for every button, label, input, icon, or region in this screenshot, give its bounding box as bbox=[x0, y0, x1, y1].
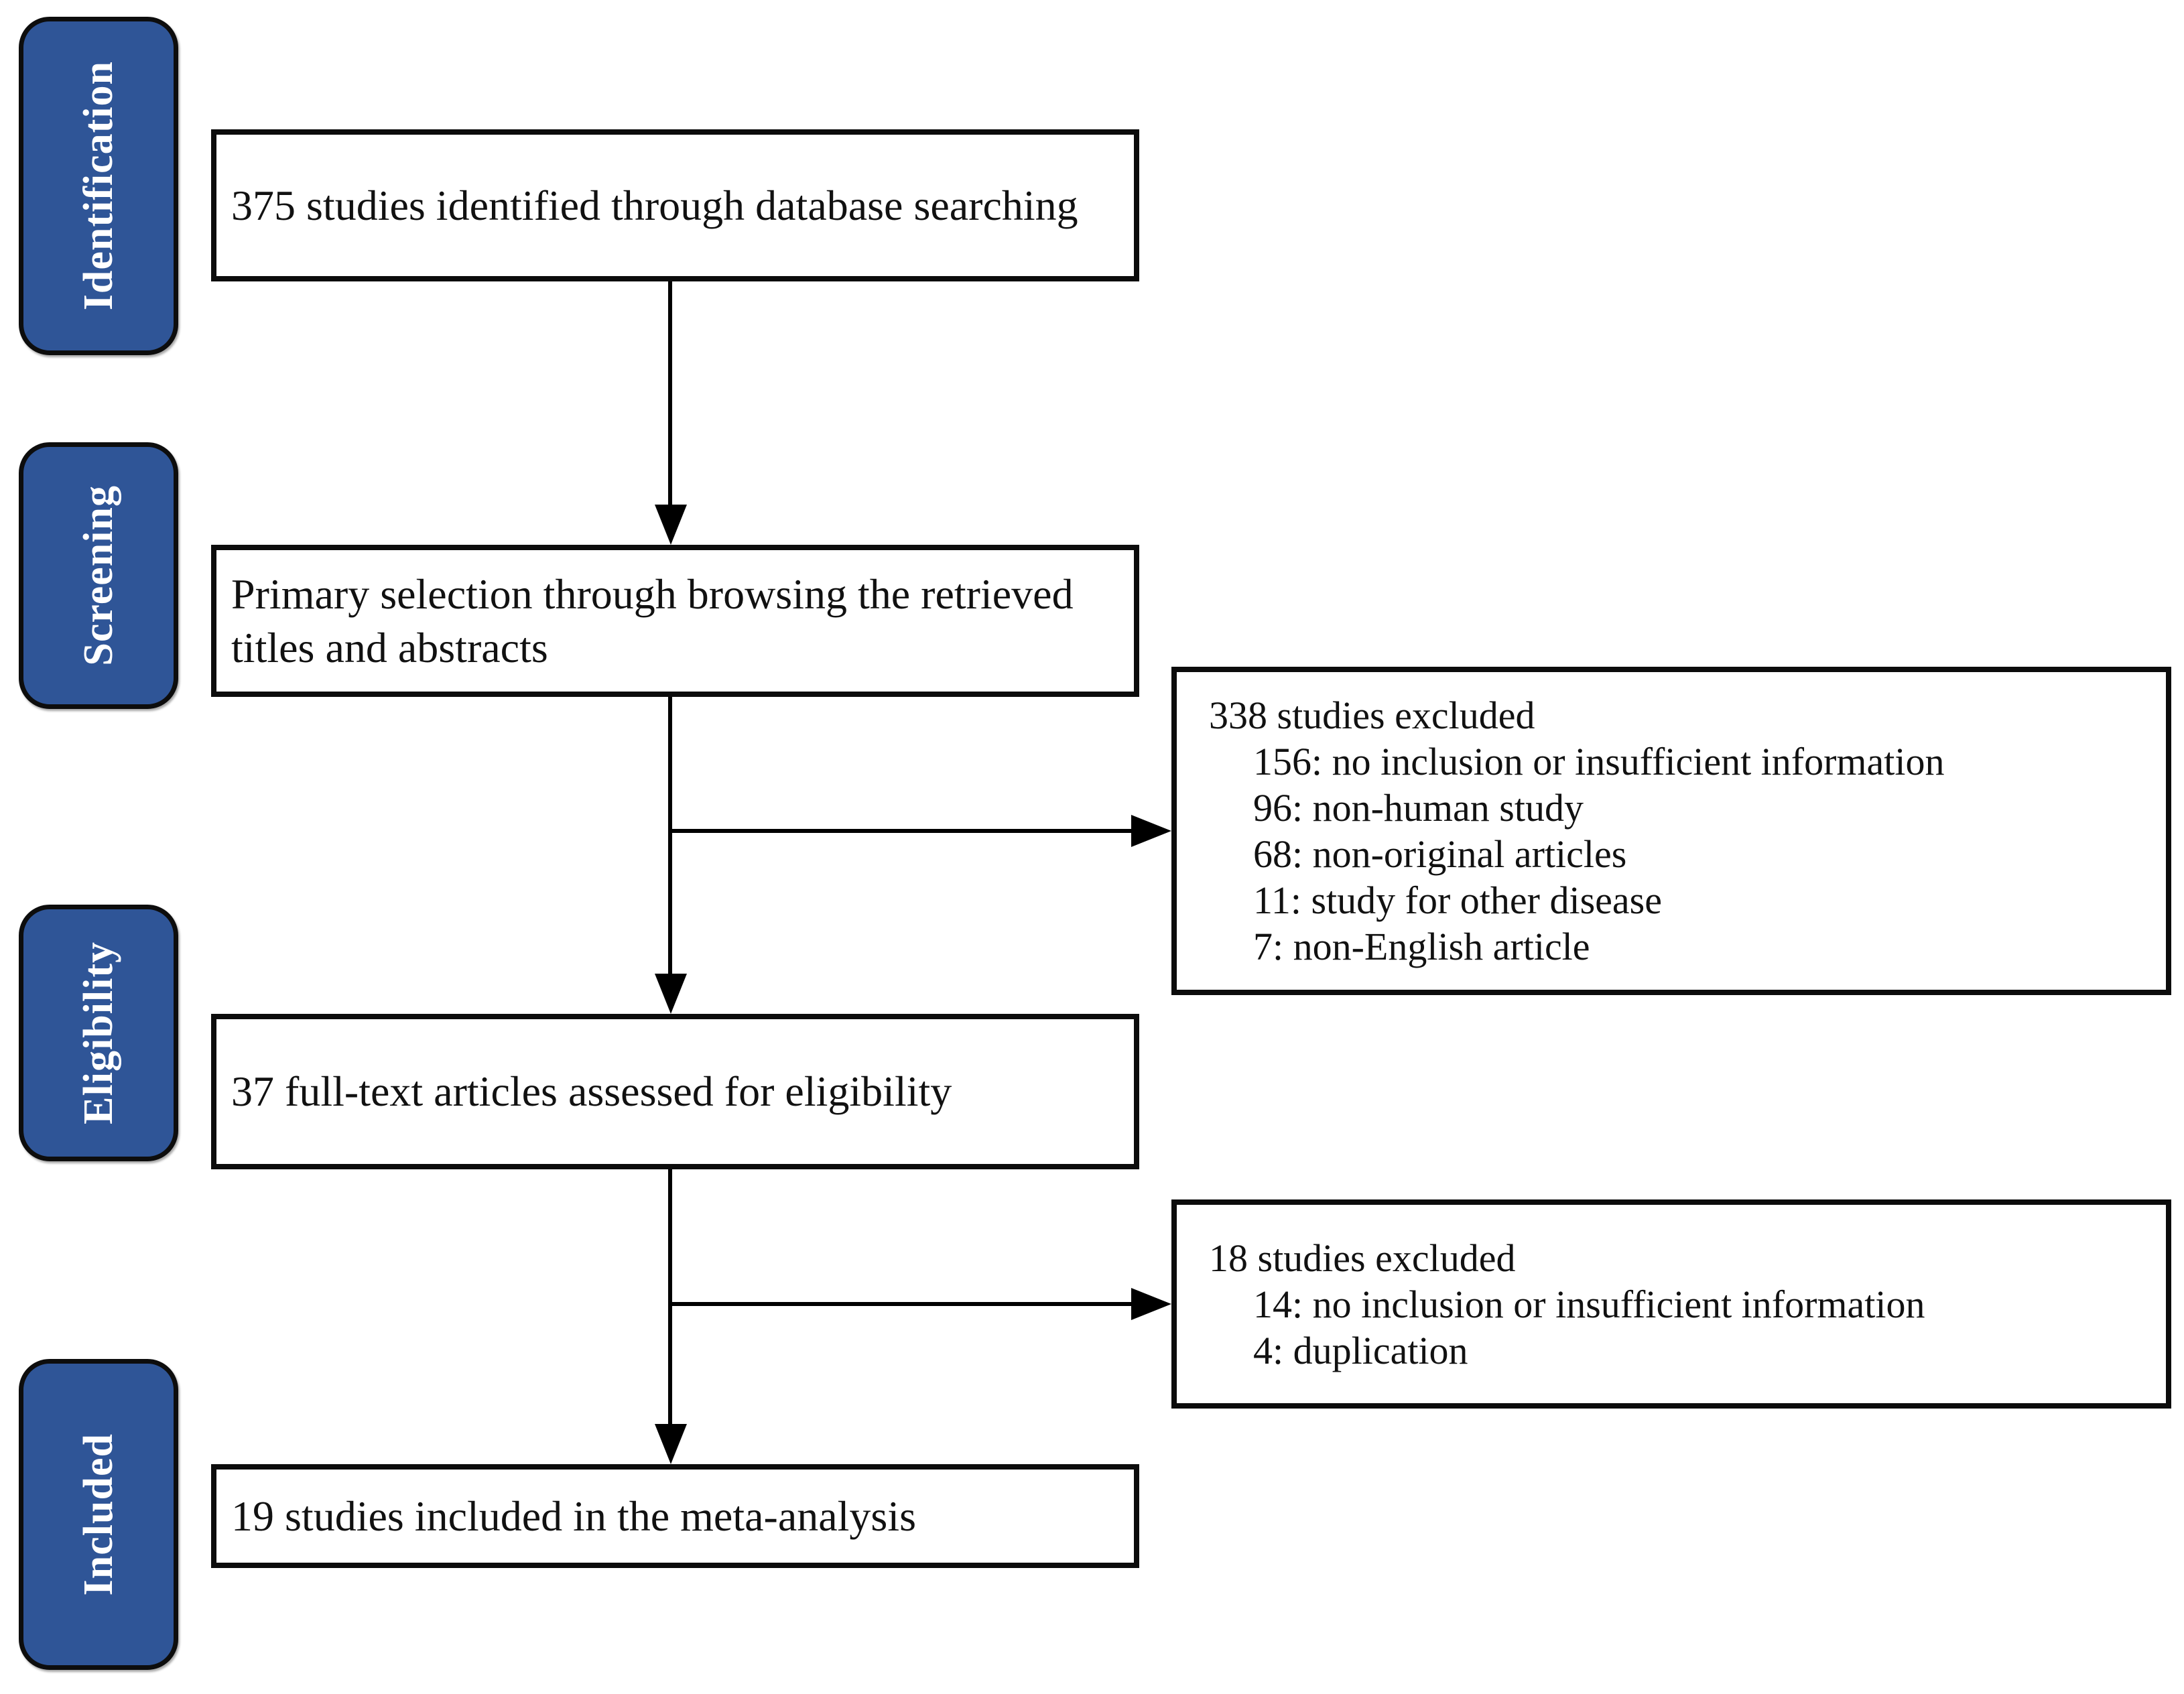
exclusion-box-screening-title: 338 studies excluded bbox=[1209, 694, 1535, 737]
stage-eligibility-label: Eligibility bbox=[75, 941, 121, 1124]
connector-fulltext-to-included bbox=[668, 1169, 672, 1427]
stage-screening: Screening bbox=[19, 442, 178, 709]
exclusion-reason: 4: duplication bbox=[1253, 1328, 1468, 1372]
exclusion-box-eligibility: 18 studies excluded 14: no inclusion or … bbox=[1171, 1199, 2171, 1409]
exclusion-box-screening: 338 studies excluded 156: no inclusion o… bbox=[1171, 667, 2171, 995]
stage-screening-label: Screening bbox=[75, 485, 121, 666]
stage-identification: Identification bbox=[19, 17, 178, 355]
arrowhead-right-2 bbox=[1131, 1288, 1171, 1320]
exclusion-box-eligibility-title: 18 studies excluded bbox=[1209, 1236, 1516, 1280]
exclusion-reason: 68: non-original articles bbox=[1253, 832, 1627, 876]
flow-box-primary-selection-text: Primary selection through browsing the r… bbox=[231, 570, 1074, 671]
exclusion-reason: 7: non-English article bbox=[1253, 925, 1590, 968]
connector-identified-to-primary bbox=[668, 281, 672, 509]
exclusion-reason: 96: non-human study bbox=[1253, 786, 1584, 830]
flow-box-fulltext-assessed-text: 37 full-text articles assessed for eligi… bbox=[231, 1067, 952, 1115]
flow-box-identified: 375 studies identified through database … bbox=[211, 129, 1139, 281]
arrowhead-down-3 bbox=[655, 1424, 687, 1464]
stage-included: Included bbox=[19, 1359, 178, 1670]
exclusion-reason: 156: no inclusion or insufficient inform… bbox=[1253, 740, 1945, 783]
exclusion-reason: 14: no inclusion or insufficient informa… bbox=[1253, 1282, 1925, 1326]
flow-box-primary-selection: Primary selection through browsing the r… bbox=[211, 545, 1139, 697]
flow-box-included-meta-analysis: 19 studies included in the meta-analysis bbox=[211, 1464, 1139, 1568]
connector-branch-excluded-338 bbox=[670, 829, 1131, 833]
arrowhead-down-1 bbox=[655, 505, 687, 545]
connector-branch-excluded-18 bbox=[670, 1302, 1131, 1306]
stage-included-label: Included bbox=[75, 1433, 121, 1596]
arrowhead-down-2 bbox=[655, 974, 687, 1014]
flow-box-fulltext-assessed: 37 full-text articles assessed for eligi… bbox=[211, 1014, 1139, 1169]
flow-box-included-meta-analysis-text: 19 studies included in the meta-analysis bbox=[231, 1492, 916, 1540]
exclusion-reason: 11: study for other disease bbox=[1253, 878, 1662, 922]
stage-eligibility: Eligibility bbox=[19, 905, 178, 1161]
stage-identification-label: Identification bbox=[75, 61, 121, 311]
arrowhead-right-1 bbox=[1131, 815, 1171, 847]
connector-primary-to-fulltext bbox=[668, 697, 672, 978]
flow-box-identified-text: 375 studies identified through database … bbox=[231, 181, 1078, 229]
